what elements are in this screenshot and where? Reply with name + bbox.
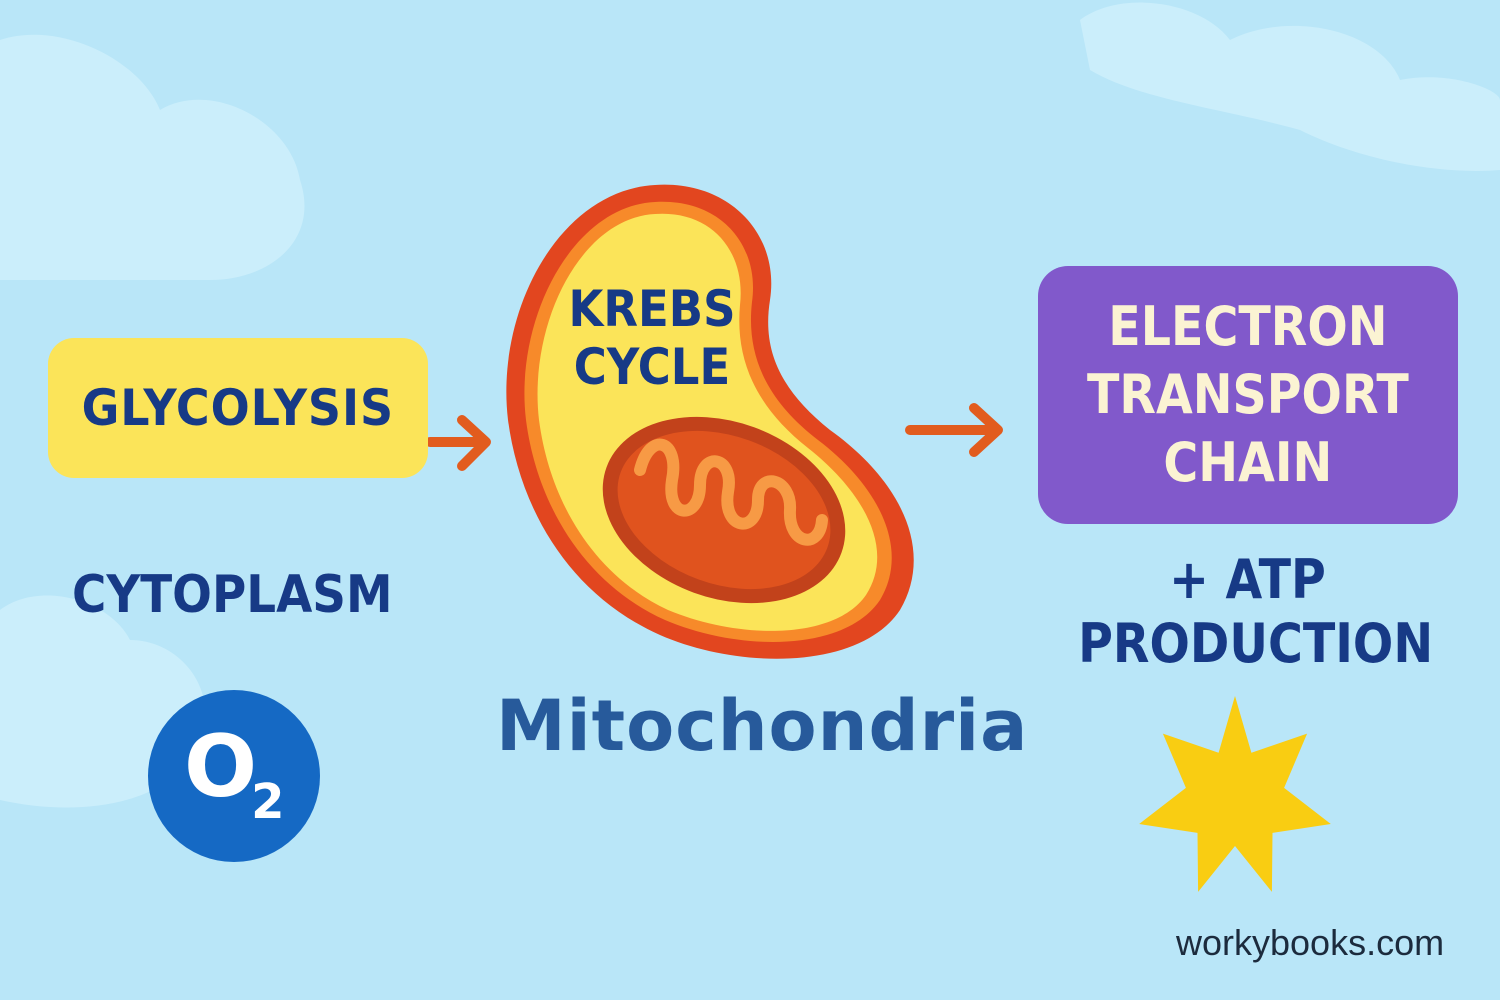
glycolysis-label: GLYCOLYSIS <box>81 379 395 437</box>
mitochondria-label: Mitochondria <box>496 685 1029 767</box>
electron-transport-chain-box: ELECTRON TRANSPORT CHAIN <box>1038 266 1458 524</box>
website-credit: workybooks.com <box>1176 922 1445 963</box>
atp-production-label: + ATP PRODUCTION <box>1078 548 1434 675</box>
oxygen-symbol: O2 <box>184 724 285 826</box>
oxygen-subscript: 2 <box>251 774 285 830</box>
krebs-cycle-label: KREBS CYCLE <box>568 280 736 396</box>
sun-burst-icon <box>1139 696 1331 892</box>
cristae-folds <box>634 438 828 546</box>
glycolysis-box: GLYCOLYSIS <box>48 338 428 478</box>
right-arrow-icon <box>425 415 491 471</box>
cloud-top-right <box>1080 2 1500 171</box>
mitochondrion-icon <box>506 184 914 659</box>
oxygen-letter: O <box>184 717 258 817</box>
oxygen-icon: O2 <box>148 690 320 862</box>
right-arrow-icon <box>905 403 1003 457</box>
cloud-top-left <box>0 34 305 281</box>
electron-transport-chain-label: ELECTRON TRANSPORT CHAIN <box>1087 295 1409 494</box>
cytoplasm-label: CYTOPLASM <box>72 565 393 625</box>
